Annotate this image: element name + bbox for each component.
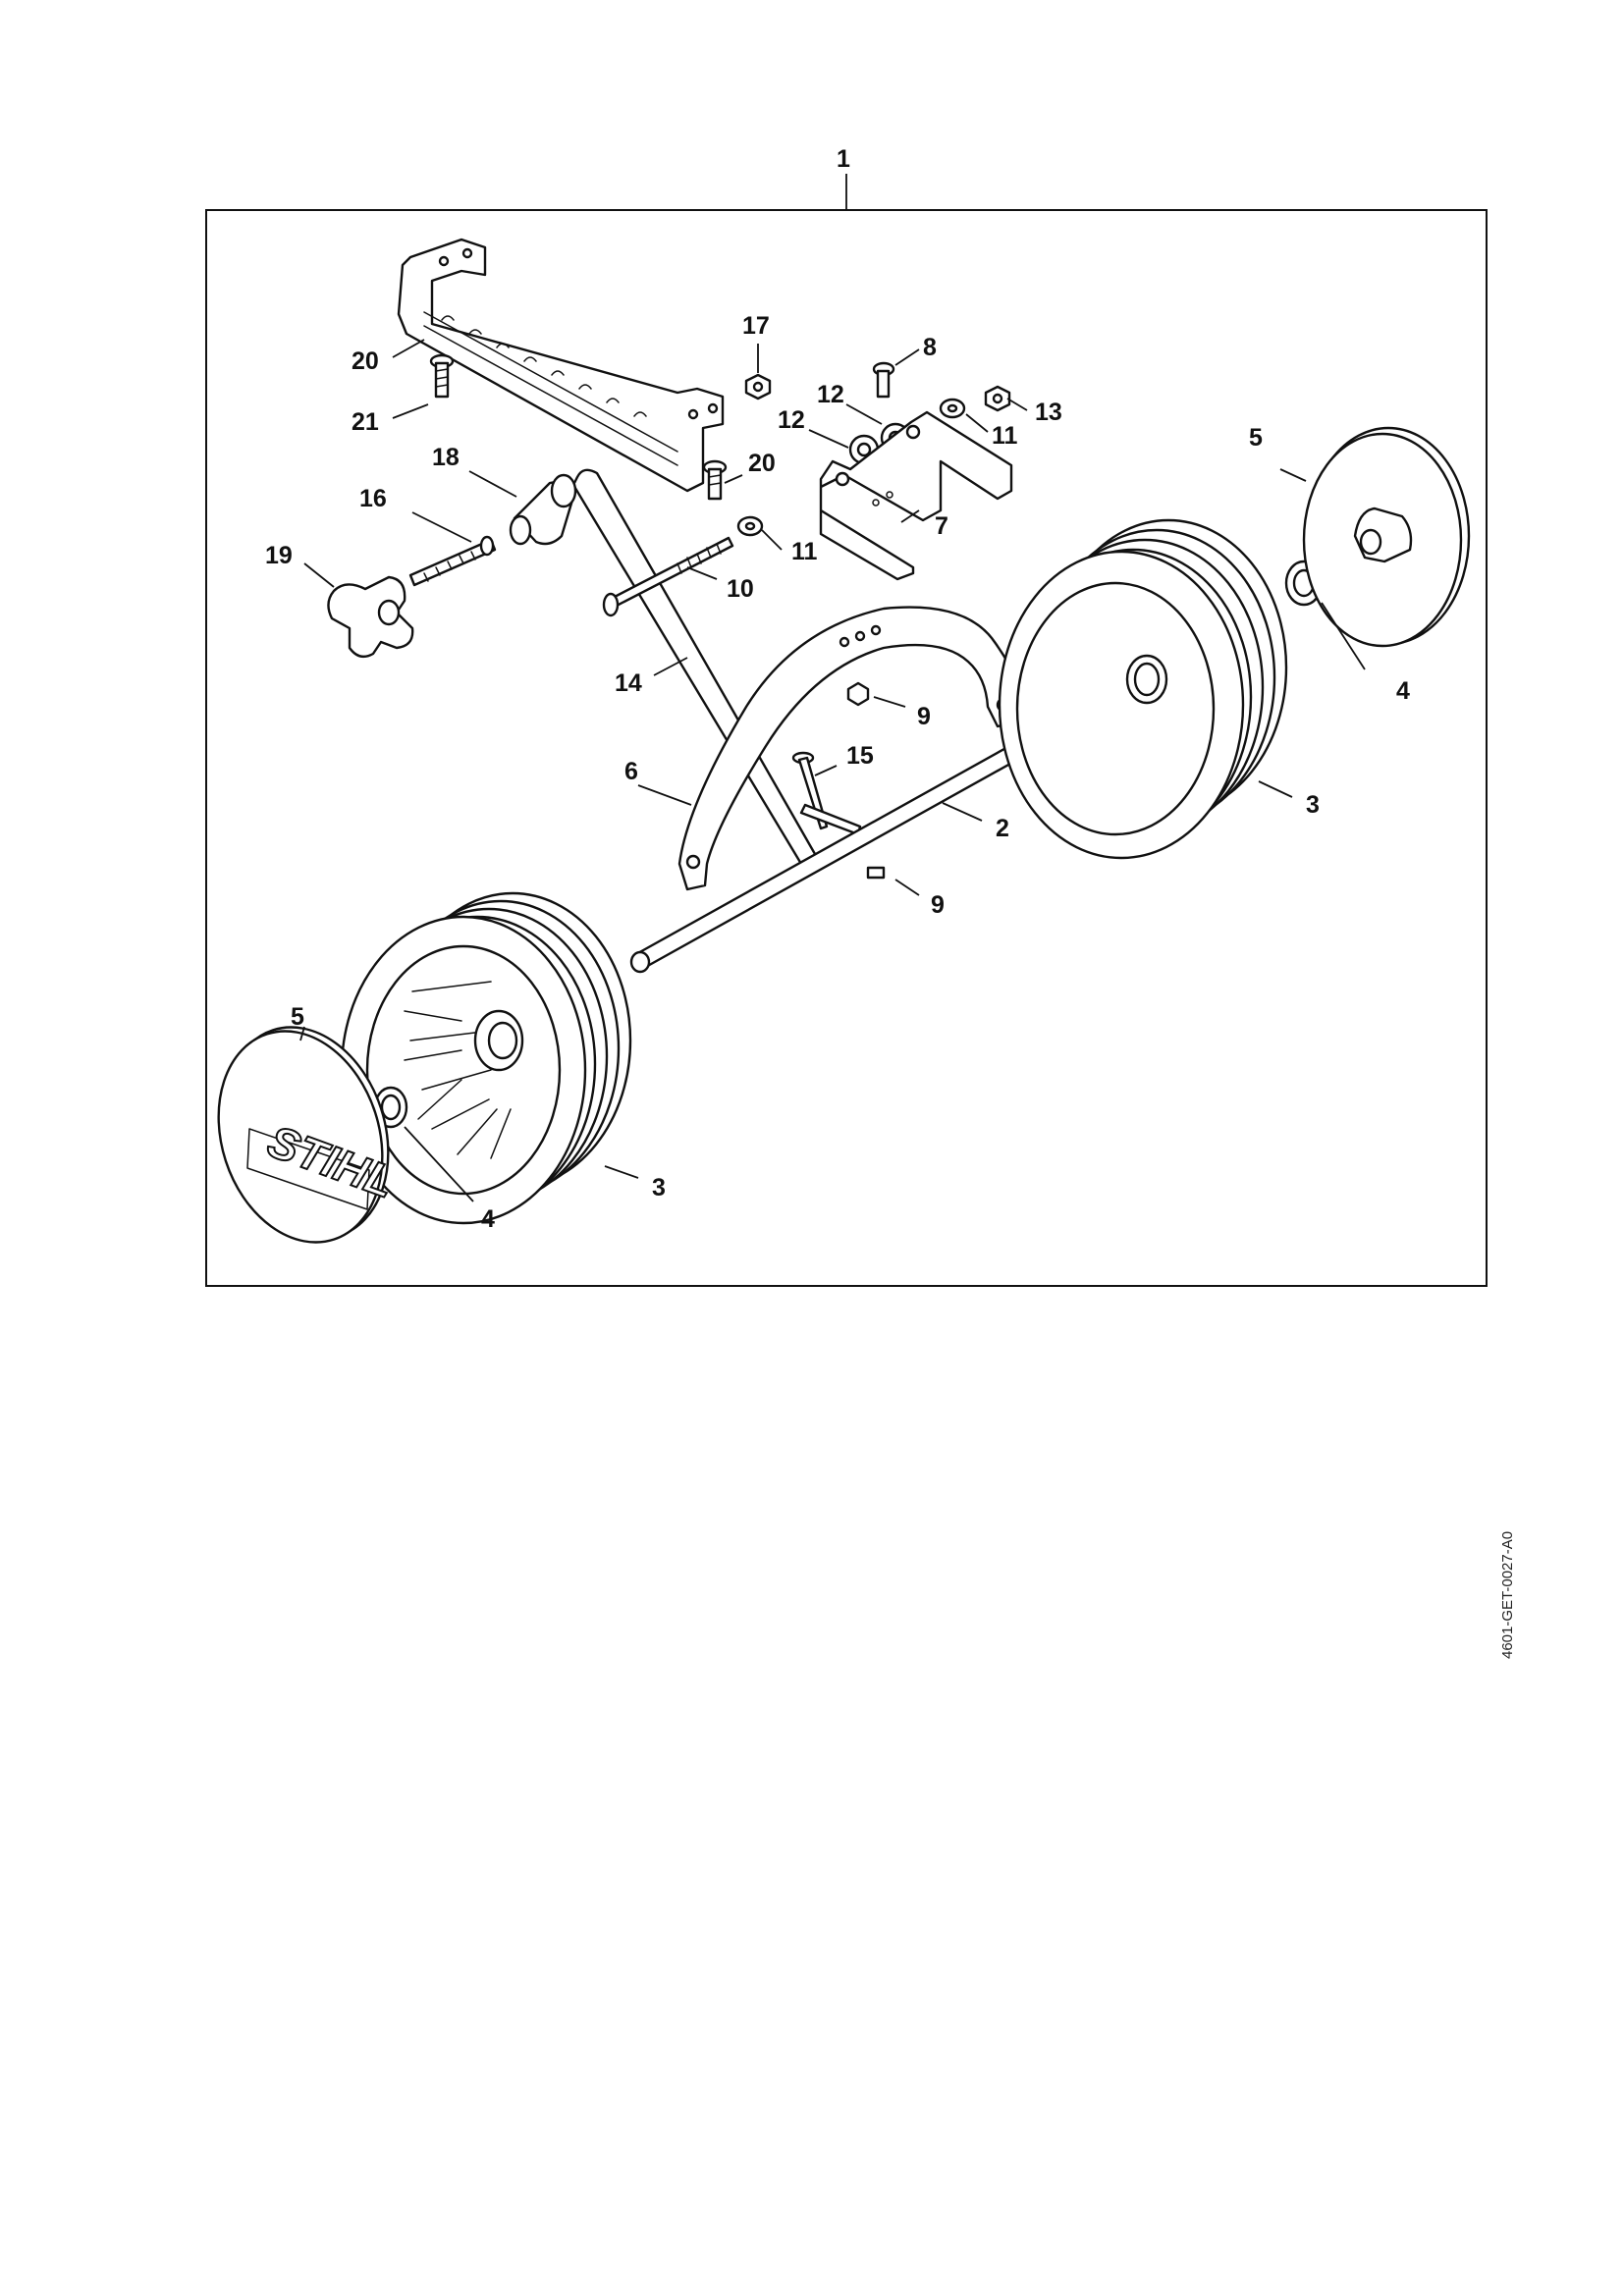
callout-6: 6 xyxy=(624,758,638,785)
part-17-nut xyxy=(744,373,772,400)
part-18-knob-adapter xyxy=(509,473,577,546)
part-20-adjust-bracket xyxy=(397,238,725,493)
part-5-cap-left xyxy=(217,1026,390,1244)
drawing-id: 4601-GET-0027-A0 xyxy=(1499,1531,1516,1659)
part-3-wheel-left xyxy=(340,891,632,1225)
part-15-bolt xyxy=(791,751,862,836)
callout-2: 2 xyxy=(996,815,1009,842)
callout-14: 14 xyxy=(615,669,642,697)
callout-labels: 1 20 21 17 8 12 12 13 11 20 18 16 19 11 … xyxy=(265,145,1410,1233)
part-8-screw xyxy=(872,361,895,399)
callout-16: 16 xyxy=(359,485,387,512)
callout-9-b: 9 xyxy=(931,891,945,919)
callout-11-b: 11 xyxy=(791,538,818,565)
part-20-screw xyxy=(702,459,728,501)
callout-3: 3 xyxy=(1306,791,1320,819)
callout-19: 19 xyxy=(265,542,293,569)
callout-15: 15 xyxy=(846,742,874,770)
callout-12: 12 xyxy=(817,381,844,408)
callout-9: 9 xyxy=(917,703,931,730)
callout-5-b: 5 xyxy=(291,1003,304,1031)
callout-8: 8 xyxy=(923,334,937,361)
callout-21: 21 xyxy=(352,408,379,436)
callout-11: 11 xyxy=(992,422,1018,450)
callout-17: 17 xyxy=(742,312,770,340)
callout-10: 10 xyxy=(727,575,754,603)
callout-20-b: 20 xyxy=(748,450,776,477)
part-5-cap-right xyxy=(1302,426,1471,648)
part-4-bearing-left xyxy=(373,1086,408,1129)
callout-5: 5 xyxy=(1249,424,1263,452)
leader-lines xyxy=(299,339,1366,1202)
callout-4: 4 xyxy=(1396,677,1410,705)
callout-20: 20 xyxy=(352,347,379,375)
callout-4-b: 4 xyxy=(481,1205,495,1233)
part-19-star-knob xyxy=(327,575,414,659)
callout-13: 13 xyxy=(1035,399,1062,426)
callout-12-b: 12 xyxy=(778,406,805,434)
callout-18: 18 xyxy=(432,444,460,471)
part-9-nut xyxy=(846,681,870,707)
part-10-long-bolt xyxy=(602,536,734,617)
part-13-nut xyxy=(984,385,1011,412)
part-6-wheel-bracket xyxy=(677,606,1023,891)
callout-1: 1 xyxy=(837,145,850,173)
callout-7: 7 xyxy=(935,512,948,540)
part-21-screw xyxy=(429,353,455,399)
part-3-wheel-right xyxy=(998,518,1288,860)
part-16-threaded-stud xyxy=(408,535,497,587)
part-9-pin xyxy=(866,866,886,880)
part-11-washer-lower xyxy=(736,515,764,537)
callout-3-b: 3 xyxy=(652,1174,666,1201)
part-11-washer-upper xyxy=(939,398,966,419)
part-7-support-plate xyxy=(819,410,1013,581)
